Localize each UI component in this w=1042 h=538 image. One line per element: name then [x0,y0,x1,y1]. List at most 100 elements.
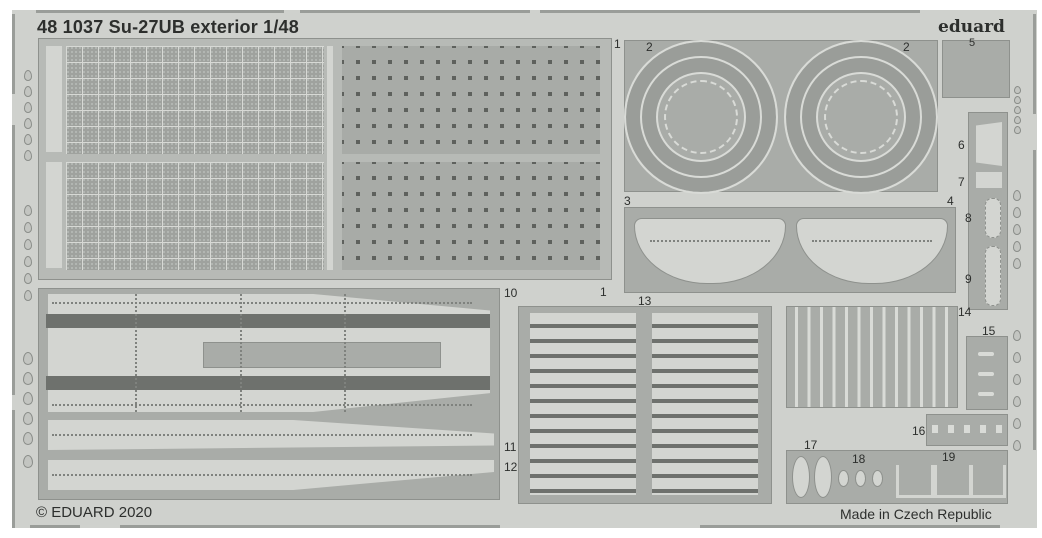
part-15-slot [978,352,994,356]
spare-drop [1014,86,1021,94]
part-10-cutout [203,342,441,368]
spare-drop [1013,241,1021,252]
part-5-brackets [942,40,1010,98]
spare-drop [1013,418,1021,429]
part-15-slot [978,372,994,376]
part-number-10: 10 [504,286,518,300]
part-1-fine-mesh-top [66,46,324,154]
part-2-screen-right-center [824,80,898,154]
part-number-1-mid: 1 [600,285,607,299]
part-1-coarse-grid-bottom [342,162,600,270]
spare-drop [23,392,33,405]
part-3-rivet-row [650,240,770,242]
spare-drop [1013,440,1021,451]
spare-drop [24,273,32,284]
part-15-slot [978,392,994,396]
part-18-round [838,470,849,487]
spare-drop [1014,106,1021,114]
spare-drop [23,352,33,365]
part-number-14: 14 [958,305,972,319]
spare-drop [23,455,33,468]
part-number-18: 18 [852,452,866,466]
spare-drop [24,150,32,161]
brand-logo: eduard [938,17,1005,37]
spare-drop [1013,330,1021,341]
part-4-rivet-row [812,240,932,242]
spare-drop [1014,96,1021,104]
part-number-2-right: 2 [903,40,910,54]
part-number-16: 16 [912,424,926,438]
part-17-oval [814,456,832,498]
spare-drop [1014,126,1021,134]
part-number-13: 13 [638,294,652,308]
part-9-strip [985,246,1001,306]
spare-drop [24,102,32,113]
frame-edge-left-bottom [12,410,15,528]
part-14-rods [786,306,958,408]
part-18-round [872,470,883,487]
frame-edge-top-left [36,10,284,13]
sheet-title: 48 1037 Su-27UB exterior 1/48 [37,17,299,37]
part-number-4: 4 [947,194,954,208]
part-10-dark-band-top [46,314,490,328]
part-1-fine-mesh-bottom [66,162,324,270]
frame-edge-bottom-right [700,525,1000,528]
frame-edge-left-top [12,14,15,94]
part-2-screen-left-center [664,80,738,154]
frame-edge-top-right [540,10,920,13]
spare-drop [1013,258,1021,269]
part-19-bracket [896,465,934,498]
part-10-rivet-column [344,294,346,412]
spare-drop [24,222,32,233]
part-19-bracket [970,465,1006,498]
part-number-8: 8 [965,211,972,225]
spare-drop [24,290,32,301]
part-10-rivet-column [135,294,137,412]
spare-drop [23,432,33,445]
spare-drop [1014,116,1021,124]
frame-edge-right-mid [1033,150,1036,450]
part-1-divider [327,46,333,270]
copyright-text: © EDUARD 2020 [36,504,153,521]
part-10-rivet-row [52,302,472,304]
spare-drop [24,118,32,129]
spare-drop [23,412,33,425]
part-16-tabs [926,414,1008,446]
spare-drop [1013,396,1021,407]
spare-drop [1013,224,1021,235]
spare-drop [1013,190,1021,201]
part-8-strip [985,198,1001,238]
part-19-bracket [934,465,972,498]
spare-drop [24,205,32,216]
part-number-1: 1 [614,37,621,51]
part-1-side-strip-bottom [46,162,62,268]
origin-text: Made in Czech Republic [840,506,992,522]
frame-edge-bottom-left [30,525,80,528]
part-10-dark-band-bottom [46,376,490,390]
part-12-rivet-row [52,474,472,476]
part-13-louvre-right [652,313,758,495]
part-10-rivet-row [52,404,472,406]
part-number-17: 17 [804,438,818,452]
part-1-side-strip-top [46,46,62,152]
frame-edge-bottom-mid [120,525,500,528]
frame-edge-left-mid [12,125,15,395]
spare-drop [24,70,32,81]
part-13-louvre-left [530,313,636,495]
spare-drop [24,256,32,267]
part-number-12: 12 [504,460,518,474]
part-number-5: 5 [969,37,976,49]
spare-drop [1013,352,1021,363]
spare-drop [1013,207,1021,218]
part-number-2-left: 2 [646,40,653,54]
part-10-rivet-column [240,294,242,412]
part-number-11: 11 [504,440,517,454]
spare-drop [24,239,32,250]
part-7-plate [976,172,1002,188]
part-number-3: 3 [624,194,631,208]
frame-edge-right-top [1033,14,1036,114]
frame-edge-top-mid [300,10,530,13]
part-number-9: 9 [965,272,972,286]
part-6-plate [976,122,1002,166]
part-number-6: 6 [958,138,965,152]
